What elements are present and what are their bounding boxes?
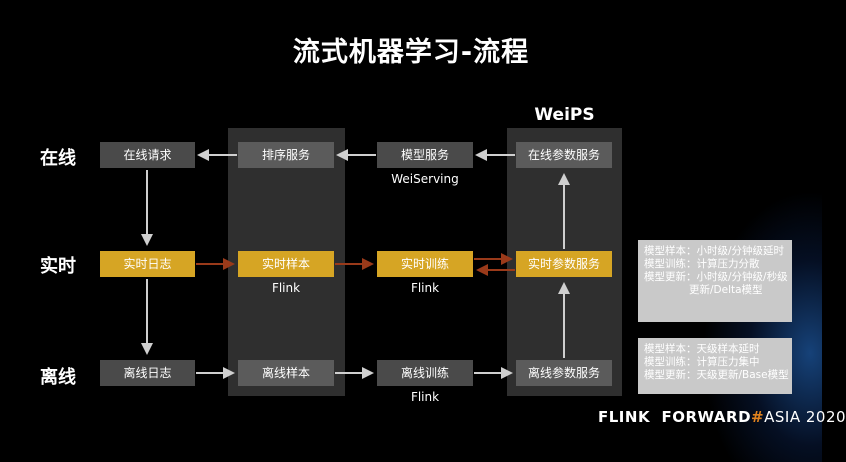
online-param-service-box: 在线参数服务 (516, 142, 612, 168)
row-label-offline: 离线 (40, 367, 76, 388)
flink-forward-logo: FLINK FORWARD#ASIA 2020 (598, 408, 846, 426)
offline-log-box: 离线日志 (100, 360, 195, 386)
offline-note: 模型样本：天级样本延时 模型训练：计算压力集中 模型更新：天级更新/Base模型 (638, 338, 792, 394)
offline-note-line: 模型更新：天级更新/Base模型 (644, 369, 789, 381)
footer-part1: FLINK FORWARD (598, 408, 752, 426)
realtime-sample-box: 实时样本 (238, 251, 334, 277)
page-title: 流式机器学习-流程 (292, 37, 530, 68)
realtime-note-line: 模型训练：计算压力分散 (644, 258, 760, 270)
footer-part2: ASIA (764, 408, 801, 426)
offline-note-line: 模型样本：天级样本延时 (644, 343, 760, 355)
background-glow (702, 190, 822, 462)
realtime-note-line: 模型样本：小时级/分钟级延时 (644, 245, 785, 257)
realtime-train-box: 实时训练 (377, 251, 473, 277)
offline-param-service-box: 离线参数服务 (516, 360, 612, 386)
realtime-note-line: 模型更新：小时级/分钟级/秒级 (644, 271, 788, 283)
flink-train-caption: Flink (410, 281, 440, 295)
rank-service-box: 排序服务 (238, 142, 334, 168)
offline-note-line: 模型训练：计算压力集中 (644, 356, 760, 368)
model-service-box: 模型服务 (377, 142, 473, 168)
footer-hash: # (751, 408, 765, 426)
offline-train-box: 离线训练 (377, 360, 473, 386)
realtime-param-service-box: 实时参数服务 (516, 251, 612, 277)
realtime-note: 模型样本：小时级/分钟级延时 模型训练：计算压力分散 模型更新：小时级/分钟级/… (638, 240, 792, 322)
flink-offline-caption: Flink (410, 390, 440, 404)
online-request-box: 在线请求 (100, 142, 195, 168)
flow-arrows (141, 149, 570, 379)
realtime-log-box: 实时日志 (100, 251, 195, 277)
realtime-note-line: 更新/Delta模型 (689, 284, 763, 296)
row-label-realtime: 实时 (40, 256, 76, 277)
weiserving-caption: WeiServing (391, 172, 459, 186)
row-label-online: 在线 (40, 148, 76, 169)
offline-sample-box: 离线样本 (238, 360, 334, 386)
flink-sample-caption: Flink (271, 281, 301, 295)
footer-year: 2020 (800, 408, 846, 426)
weips-label: WeiPS (534, 105, 595, 125)
